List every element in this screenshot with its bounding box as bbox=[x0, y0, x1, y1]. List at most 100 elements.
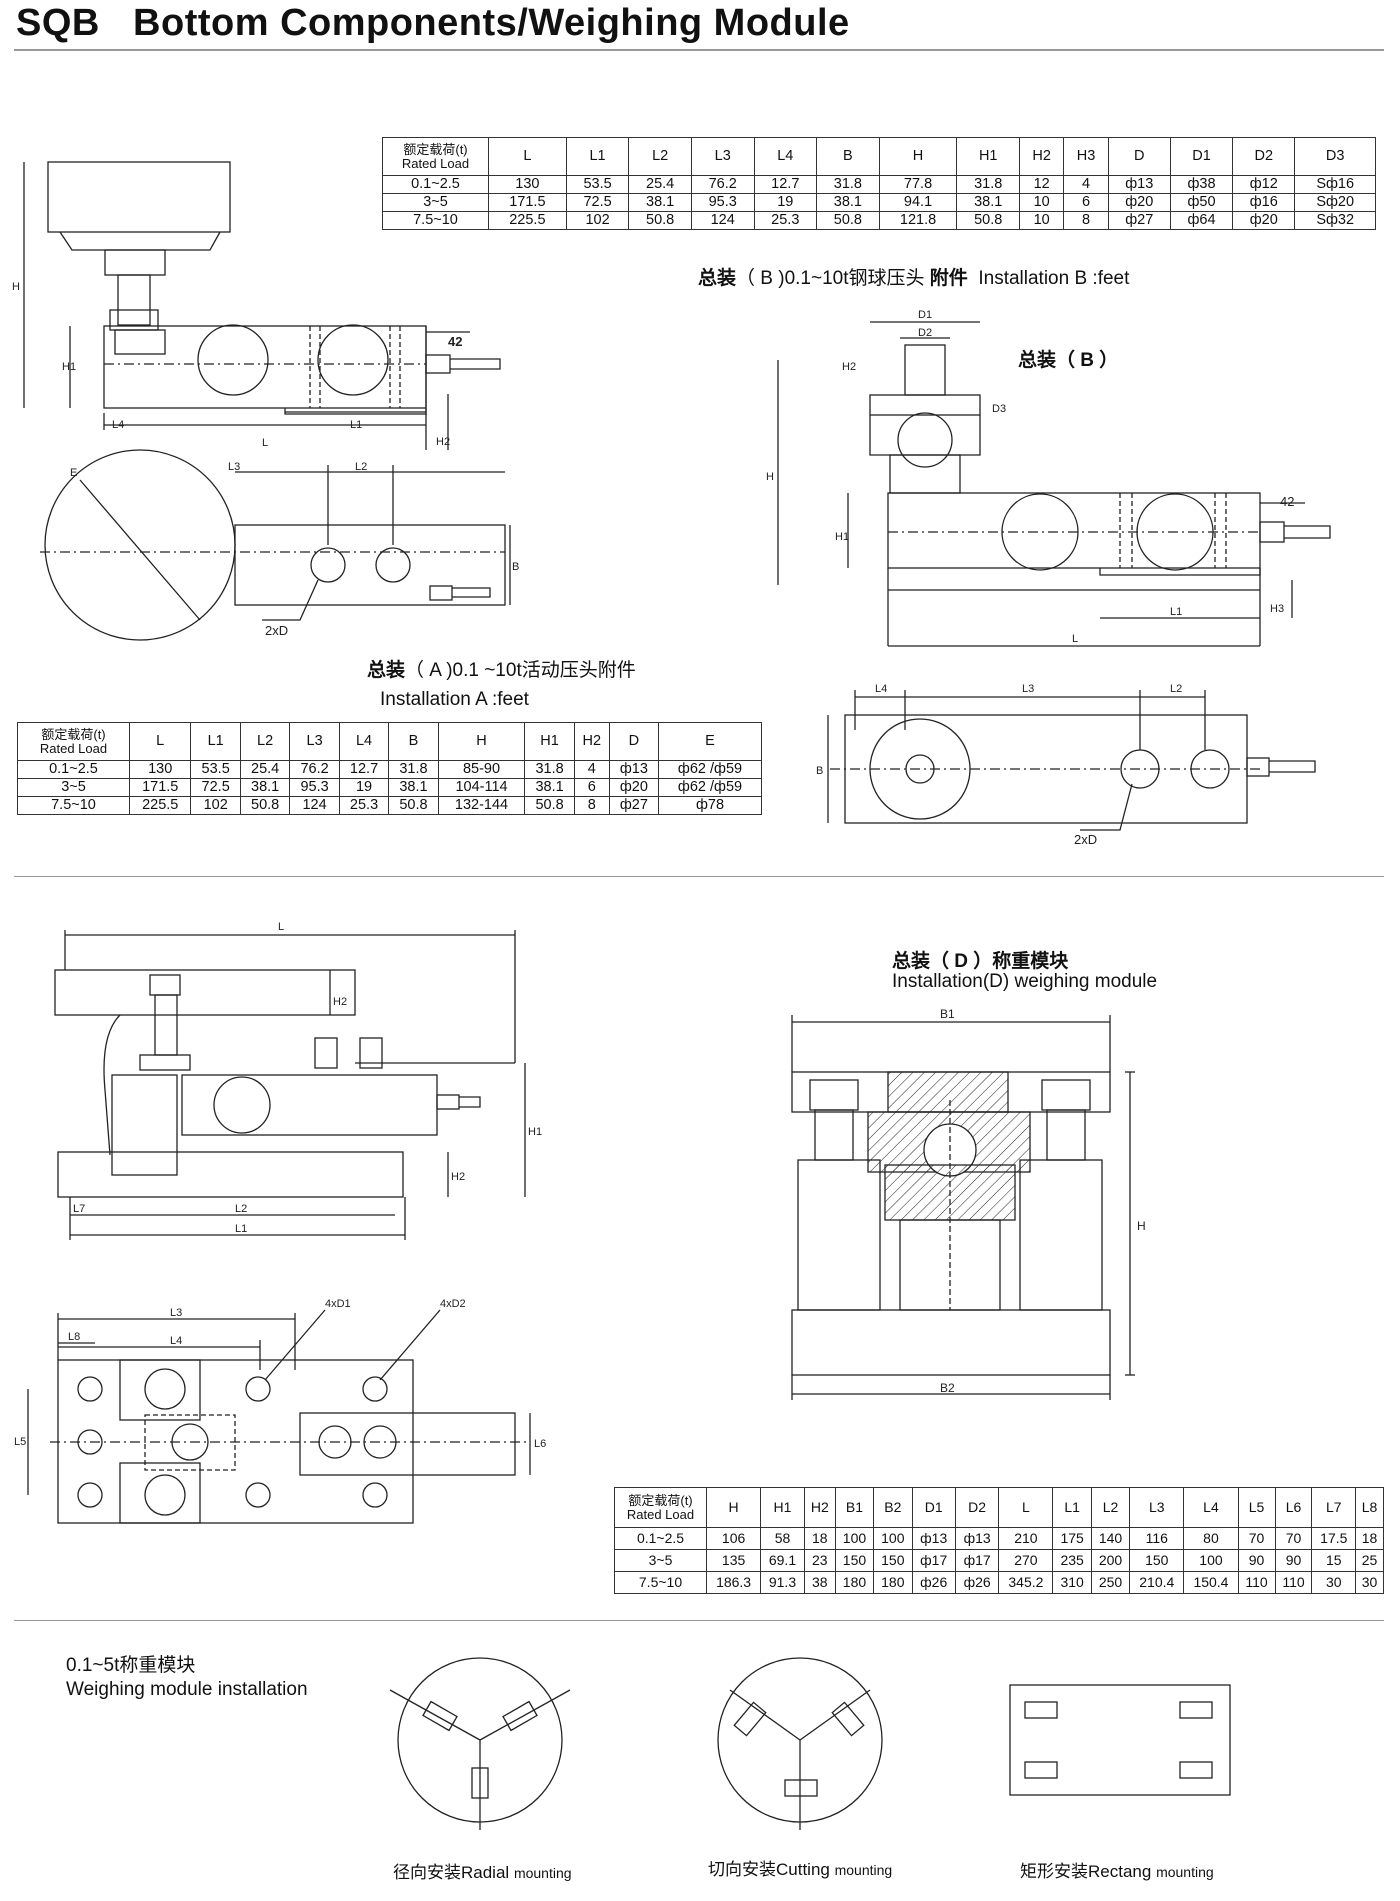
table-cell: 38 bbox=[803, 1571, 836, 1594]
table-cell: 19 bbox=[753, 193, 818, 212]
dim-label: H3 bbox=[1270, 603, 1284, 615]
dim-label: 42 bbox=[448, 334, 462, 349]
text-fragment: 切向安装 bbox=[708, 1860, 776, 1879]
text-fragment: 额定载荷(t) bbox=[403, 141, 468, 157]
label-radial-mounting: 径向安装Radial mounting bbox=[393, 1858, 572, 1883]
table-col-header: L6 bbox=[1274, 1487, 1313, 1528]
caption-module-en: Weighing module installation bbox=[66, 1679, 308, 1700]
table-cell: 180 bbox=[834, 1571, 875, 1594]
table-cell: ф20 bbox=[608, 778, 660, 797]
table-cell: ф20 bbox=[1107, 193, 1171, 212]
dim-label: E bbox=[70, 467, 77, 479]
dim-label: 42 bbox=[1280, 494, 1294, 509]
table-cell: 38.1 bbox=[239, 778, 291, 797]
text-fragment: Radial bbox=[461, 1863, 510, 1882]
drawing-installation-b: D1 D2 D3 H2 H H1 42 H3 L1 L L4 L3 L2 B 2… bbox=[766, 309, 1331, 847]
table-cell: ф13 bbox=[954, 1527, 1000, 1550]
dim-label: L3 bbox=[1022, 683, 1034, 695]
table-cell: 17.5 bbox=[1311, 1527, 1357, 1550]
dim-label: H2 bbox=[333, 996, 347, 1008]
table-col-header: B bbox=[388, 722, 439, 761]
table-header-rated-load: 额定载荷(t)Rated Load bbox=[382, 137, 489, 176]
table-cell: 50.8 bbox=[524, 796, 575, 815]
table-col-header: H2 bbox=[573, 722, 610, 761]
table-cell: 7.5~10 bbox=[614, 1571, 707, 1594]
table-cell: 200 bbox=[1090, 1549, 1131, 1572]
table-cell: 235 bbox=[1052, 1549, 1092, 1572]
table-cell: 70 bbox=[1237, 1527, 1276, 1550]
dim-label: D1 bbox=[918, 309, 932, 321]
dim-label: L6 bbox=[534, 1438, 546, 1450]
table-cell: 100 bbox=[1183, 1549, 1239, 1572]
spec-table-a: 额定载荷(t)Rated Load L L1 L2 L3 L4 B H H1 H… bbox=[17, 722, 762, 815]
table-col-header: H2 bbox=[803, 1487, 836, 1528]
text-fragment: Installation B :feet bbox=[978, 268, 1130, 289]
table-col-header: H2 bbox=[1018, 137, 1065, 176]
table-cell: 25.3 bbox=[753, 211, 818, 230]
dim-label: B bbox=[512, 561, 519, 573]
dim-label: L7 bbox=[73, 1203, 85, 1215]
table-cell: Sф16 bbox=[1294, 175, 1376, 194]
table-cell: 121.8 bbox=[878, 211, 958, 230]
caption-installation-d-cn: 总装（ D ）称重模块 bbox=[892, 951, 1069, 972]
table-col-header: D bbox=[608, 722, 660, 761]
dim-label: D2 bbox=[918, 327, 932, 339]
caption-installation-a-en: Installation A :feet bbox=[380, 689, 529, 710]
table-cell: 50.8 bbox=[239, 796, 291, 815]
table-cell: 0.1~2.5 bbox=[382, 175, 489, 194]
table-cell: 0.1~2.5 bbox=[17, 760, 130, 779]
text-fragment: Rated Load bbox=[401, 155, 470, 171]
table-cell: 38.1 bbox=[628, 193, 692, 212]
text-fragment: mounting bbox=[1156, 1864, 1214, 1880]
table-cell: 100 bbox=[873, 1527, 913, 1550]
table-col-header: L1 bbox=[190, 722, 241, 761]
table-cell: 4 bbox=[573, 760, 610, 779]
table-cell: 69.1 bbox=[760, 1549, 805, 1572]
table-cell: ф27 bbox=[1107, 211, 1171, 230]
rectang-mount-diagram bbox=[1009, 1684, 1231, 1796]
table-cell: 250 bbox=[1090, 1571, 1131, 1594]
table-cell: 150 bbox=[1129, 1549, 1185, 1572]
table-cell: 100 bbox=[834, 1527, 875, 1550]
table-cell: 110 bbox=[1237, 1571, 1276, 1594]
table-col-header: L4 bbox=[338, 722, 390, 761]
dim-label: L1 bbox=[1170, 606, 1182, 618]
text-fragment: （ A )0.1 ~10t活动压头附件 bbox=[405, 660, 636, 681]
text-fragment: （ B )0.1~10t钢球压头 bbox=[736, 268, 925, 289]
table-col-header: B1 bbox=[834, 1487, 875, 1528]
drawing-weighing-module-c: L H2 H1 H2 L7 L2 L1 L3 L8 L4 4xD1 4xD2 L… bbox=[14, 921, 546, 1524]
table-cell: ф50 bbox=[1169, 193, 1234, 212]
table-cell: 110 bbox=[1274, 1571, 1313, 1594]
text-fragment: Rated Load bbox=[626, 1506, 695, 1522]
dim-label: L bbox=[1072, 633, 1078, 645]
table-col-header: H1 bbox=[956, 137, 1020, 176]
dim-label: L bbox=[278, 921, 284, 933]
text-fragment: 总装 bbox=[698, 268, 737, 289]
table-cell: 31.8 bbox=[816, 175, 880, 194]
dim-label: H2 bbox=[451, 1171, 465, 1183]
dim-label: H bbox=[12, 281, 20, 293]
table-cell: ф16 bbox=[1232, 193, 1296, 212]
table-cell: Sф20 bbox=[1294, 193, 1376, 212]
table-cell: ф64 bbox=[1169, 211, 1234, 230]
table-cell: ф27 bbox=[608, 796, 660, 815]
dim-label: L2 bbox=[355, 461, 367, 473]
dim-label: 4xD1 bbox=[325, 1298, 351, 1310]
table-cell: 12.7 bbox=[338, 760, 390, 779]
label-cutting-mounting: 切向安装Cutting mounting bbox=[708, 1855, 892, 1880]
table-cell: 310 bbox=[1052, 1571, 1092, 1594]
table-col-header: D2 bbox=[954, 1487, 1000, 1528]
table-col-header: D1 bbox=[911, 1487, 956, 1528]
table-header-rated-load: 额定载荷(t)Rated Load bbox=[614, 1487, 707, 1528]
dim-label: 2xD bbox=[265, 623, 288, 638]
dim-label: L4 bbox=[875, 683, 887, 695]
table-col-header: L8 bbox=[1355, 1487, 1384, 1528]
caption-installation-b: 总装（ B )0.1~10t钢球压头 附件 Installation B :fe… bbox=[698, 263, 1129, 290]
dim-label: L bbox=[262, 437, 268, 449]
table-col-header: L4 bbox=[753, 137, 818, 176]
table-cell: 10 bbox=[1018, 193, 1065, 212]
